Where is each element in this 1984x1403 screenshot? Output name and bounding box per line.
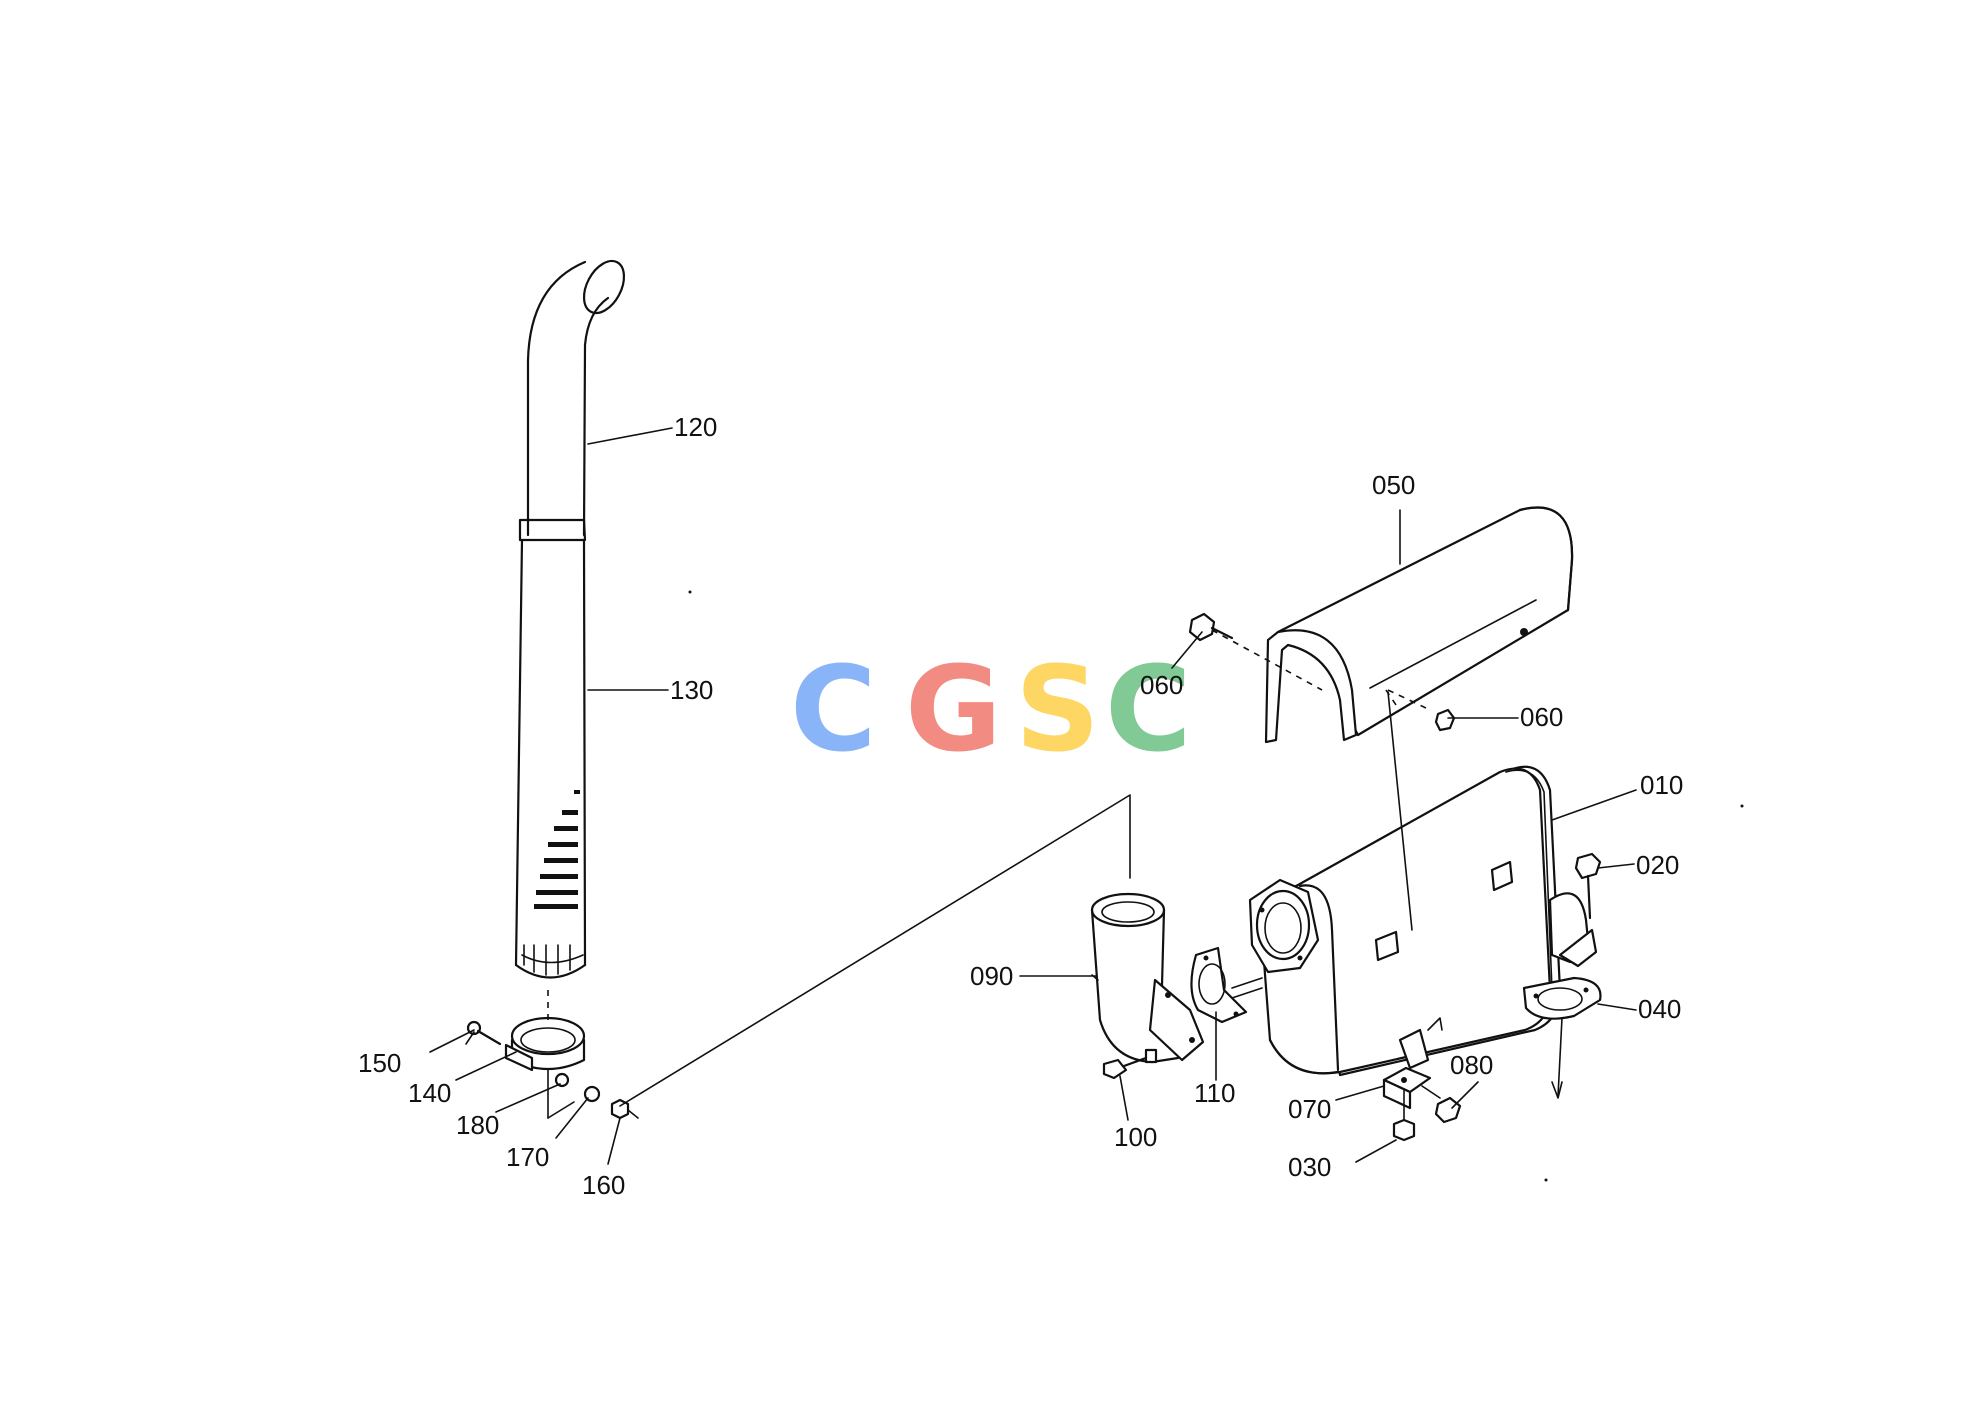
gasket-110 xyxy=(1190,946,1263,1024)
label-060-right: 060 xyxy=(1520,702,1563,732)
gasket-040 xyxy=(1522,976,1602,1099)
bolt-080 xyxy=(1434,1096,1462,1124)
label-090: 090 xyxy=(970,961,1013,991)
label-130: 130 xyxy=(670,675,713,705)
label-010: 010 xyxy=(1640,770,1683,800)
label-110: 110 xyxy=(1194,1078,1235,1108)
mount-bracket-070 xyxy=(1382,1066,1441,1125)
label-080: 080 xyxy=(1450,1050,1493,1080)
label-150: 150 xyxy=(358,1048,401,1078)
pipe-clamp-140 xyxy=(504,1016,586,1119)
scan-specks xyxy=(688,590,1744,1182)
heat-shield-050 xyxy=(1211,506,1574,931)
perforation-pattern xyxy=(534,790,580,909)
outlet-elbow-090 xyxy=(1090,892,1205,1064)
label-050: 050 xyxy=(1372,470,1415,500)
exhaust-pipe-120 xyxy=(526,259,626,537)
part-labels: 120 130 150 140 180 170 160 090 100 110 … xyxy=(358,412,1683,1200)
extension-pipe-130 xyxy=(514,518,587,1020)
spring-washer-180 xyxy=(554,1072,570,1088)
muffler-010 xyxy=(1248,765,1598,1077)
cgsc-watermark: C G S C xyxy=(790,640,1192,778)
nut-160 xyxy=(610,1098,639,1120)
label-060-left: 060 xyxy=(1140,670,1183,700)
leader-lines xyxy=(429,427,1637,1165)
label-180: 180 xyxy=(456,1110,499,1140)
label-100: 100 xyxy=(1114,1122,1157,1152)
label-070: 070 xyxy=(1288,1094,1331,1124)
label-020: 020 xyxy=(1636,850,1679,880)
bolt-100 xyxy=(1102,1048,1158,1080)
label-170: 170 xyxy=(506,1142,549,1172)
bolt-060-left xyxy=(1188,612,1234,642)
nut-030 xyxy=(1392,1118,1416,1142)
label-140: 140 xyxy=(408,1078,451,1108)
watermark-letter-2: G xyxy=(905,640,1002,778)
label-160: 160 xyxy=(582,1170,625,1200)
assembly-line-160-090 xyxy=(619,794,1131,1107)
bolt-020 xyxy=(1574,852,1602,920)
label-040: 040 xyxy=(1638,994,1681,1024)
bolt-060-right xyxy=(1434,708,1456,732)
label-030: 030 xyxy=(1288,1152,1331,1182)
watermark-letter-3: S xyxy=(1015,640,1100,778)
label-120: 120 xyxy=(674,412,717,442)
watermark-letter-1: C xyxy=(790,640,877,778)
